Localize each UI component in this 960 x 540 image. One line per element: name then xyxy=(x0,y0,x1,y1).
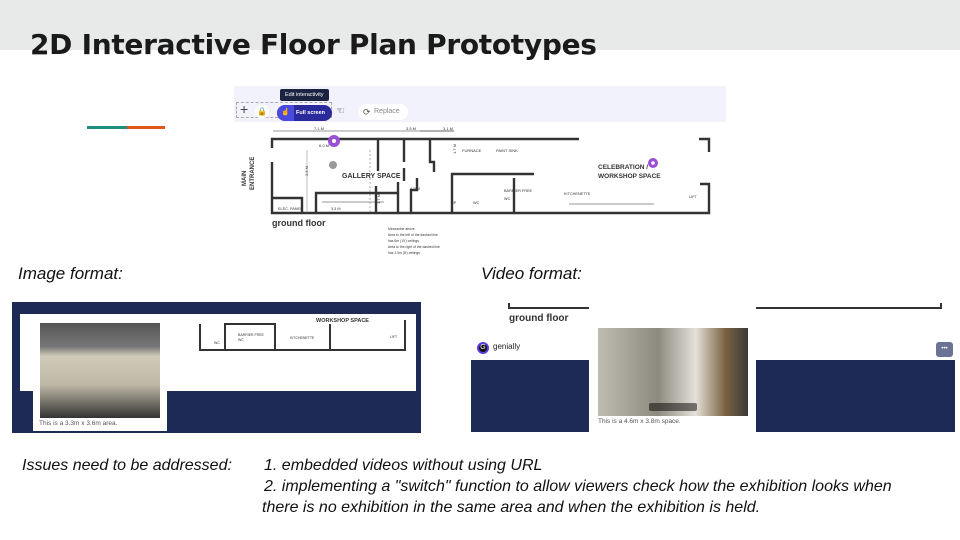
main-entrance-label: MAIN xyxy=(242,171,248,186)
floor-plan: 7.1 M 3.5 M 3.1 M 6.0 M 3.6 M 1.7 M 1.7 … xyxy=(242,126,711,255)
gallery-label: GALLERY SPACE xyxy=(342,173,401,180)
elec-panel-label: ELEC. PANEL xyxy=(278,207,302,211)
dim-label: 3.1 M xyxy=(443,126,453,131)
dim-label: 3.3 M xyxy=(331,207,341,211)
refresh-icon: ⟳ xyxy=(363,107,371,117)
main-entrance-label: ENTRANCE xyxy=(250,157,256,190)
wc-label: WC xyxy=(214,341,220,345)
celebration-label: WORKSHOP SPACE xyxy=(598,173,661,180)
issue-item: there is no exhibition in the same area … xyxy=(262,499,761,516)
dim-label: 4.2 M xyxy=(410,186,420,191)
dim-label: 7.1 M xyxy=(314,126,324,131)
accent-line-teal xyxy=(87,126,127,129)
lift-label: LIFT xyxy=(689,195,697,199)
dim-label: 1.7 M xyxy=(376,194,381,204)
dim-label: 6.0 M xyxy=(319,143,329,148)
more-options-button[interactable]: ••• xyxy=(936,342,953,357)
eye-pupil xyxy=(651,161,655,165)
walls xyxy=(270,137,711,215)
image-format-screenshot: WORKSHOP SPACE BARRIER FREE WC KITCHENET… xyxy=(12,302,421,433)
wc-label: WC xyxy=(473,201,480,205)
issue-item: 2. implementing a "switch" function to a… xyxy=(264,478,892,495)
barrier-free-label: BARRIER FREE xyxy=(238,333,265,337)
floor-plan-partial: WORKSHOP SPACE BARRIER FREE WC KITCHENET… xyxy=(199,318,406,351)
ground-floor-label: ground floor xyxy=(272,218,326,228)
image-format-label: Image format: xyxy=(18,264,123,283)
hotspot-icon[interactable] xyxy=(329,161,337,169)
ceiling-notes: Mezzanine above. Area to the left of the… xyxy=(388,227,440,255)
editor-toolbar: + 🔒 ☝Full screen Edit interactivity ☜ ⟳R… xyxy=(234,86,726,122)
workshop-label: WORKSHOP SPACE xyxy=(316,318,369,324)
slide-title: 2D Interactive Floor Plan Prototypes xyxy=(30,28,597,61)
issues-heading: Issues need to be addressed: xyxy=(22,457,232,474)
note-line: Mezzanine above. xyxy=(388,227,416,231)
celebration-label: CELEBRATION / xyxy=(598,164,648,171)
add-icon[interactable]: + xyxy=(240,101,249,117)
video-controls[interactable] xyxy=(649,403,697,411)
video-format-screenshot: ground floor G genially ••• This is a 4.… xyxy=(471,302,955,432)
video-format-label: Video format: xyxy=(481,264,582,283)
genially-logo-icon: G xyxy=(477,342,489,354)
accent-line-orange xyxy=(127,126,165,129)
up-label: UP xyxy=(451,201,457,205)
lift-label: LIFT xyxy=(390,335,398,339)
note-line: has 2.5m (8') ceilings xyxy=(388,251,420,255)
room-photo xyxy=(40,323,160,418)
ground-floor-label: ground floor xyxy=(509,313,569,324)
note-line: has 6m (19') ceilings xyxy=(388,239,419,243)
note-line: Area to the left of the dashed line xyxy=(388,233,438,237)
paint-sink-label: PAINT SINK xyxy=(496,148,518,153)
fullscreen-button[interactable]: ☝Full screen xyxy=(277,105,332,121)
video-popup: This is a 4.6m x 3.8m space. xyxy=(589,302,756,432)
stairs xyxy=(322,201,654,205)
kitchenette-label: KITCHENETTE xyxy=(290,336,315,340)
header-band xyxy=(0,0,960,50)
photo-caption: This is a 3.3m x 3.6m area. xyxy=(39,420,118,427)
barrier-free-label: WC xyxy=(238,338,244,342)
image-popup: This is a 3.3m x 3.6m area. xyxy=(33,316,167,431)
kitchenette-label: KITCHENETTE xyxy=(564,192,591,196)
dim-label: 3.6 M xyxy=(304,166,309,176)
editor-screenshot: + 🔒 ☝Full screen Edit interactivity ☜ ⟳R… xyxy=(234,86,726,265)
room-video[interactable] xyxy=(598,328,748,416)
brand-name: genially xyxy=(493,342,521,351)
interactivity-icon[interactable]: ☜ xyxy=(336,106,345,117)
tooltip: Edit interactivity xyxy=(280,89,329,101)
issue-item: 1. embedded videos without using URL xyxy=(264,457,543,474)
barrier-free-label: BARRIER FREE xyxy=(504,189,533,193)
lock-icon[interactable]: 🔒 xyxy=(255,105,269,119)
replace-button[interactable]: ⟳Replace xyxy=(358,104,408,120)
note-line: Area to the right of the dashed line xyxy=(388,245,440,249)
dim-label: 3.5 M xyxy=(406,126,416,131)
eye-pupil xyxy=(332,139,336,143)
barrier-free-label: WC xyxy=(504,197,511,201)
dim-label: 1.7 M xyxy=(452,144,457,154)
touch-icon: ☝ xyxy=(277,105,294,121)
video-caption: This is a 4.6m x 3.8m space. xyxy=(598,418,681,425)
furnace-label: FURNACE xyxy=(462,148,482,153)
